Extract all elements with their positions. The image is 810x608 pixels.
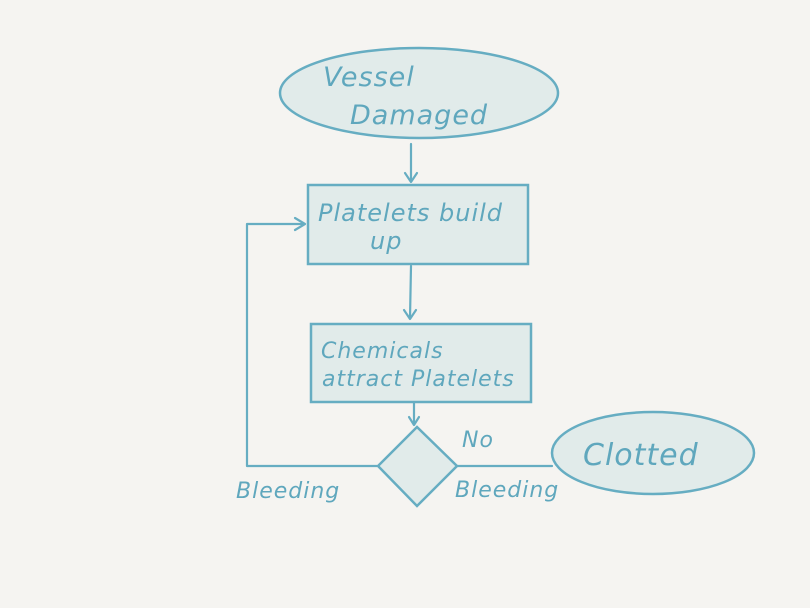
- node-vessel-damaged: Vessel Damaged: [278, 46, 560, 140]
- chemicals-box: [309, 322, 533, 404]
- start-label-line2: Damaged: [350, 100, 488, 131]
- edge-bleeding-loop: [245, 222, 379, 468]
- node-decision: [376, 425, 459, 508]
- edge-labels: Bleeding No Bleeding: [236, 428, 559, 504]
- platelets-label-line2: up: [370, 227, 402, 255]
- chemicals-label-line2: attract Platelets: [322, 367, 515, 392]
- arrowhead-loop: [293, 216, 307, 232]
- connectors: [245, 142, 554, 468]
- label-no: No: [462, 428, 494, 453]
- end-ellipse: [550, 410, 756, 496]
- node-clotted: Clotted: [550, 410, 756, 496]
- edge-platelets-to-chemicals: [408, 264, 413, 320]
- chemicals-label-line1: Chemicals: [321, 339, 444, 364]
- start-label-line1: Vessel: [323, 62, 415, 93]
- platelets-box: [306, 183, 530, 266]
- decision-diamond: [376, 425, 459, 508]
- platelets-label-line1: Platelets build: [318, 199, 503, 227]
- label-no-bleeding: Bleeding: [455, 478, 559, 503]
- arrowhead-platelets: [403, 171, 419, 184]
- label-bleeding: Bleeding: [236, 479, 340, 504]
- arrowhead-decision: [407, 415, 421, 427]
- end-label: Clotted: [583, 438, 699, 473]
- node-chemicals-attract: Chemicals attract Platelets: [309, 322, 533, 404]
- arrowhead-chemicals: [402, 308, 418, 321]
- start-ellipse: [278, 46, 560, 140]
- node-platelets-build-up: Platelets build up: [306, 183, 530, 266]
